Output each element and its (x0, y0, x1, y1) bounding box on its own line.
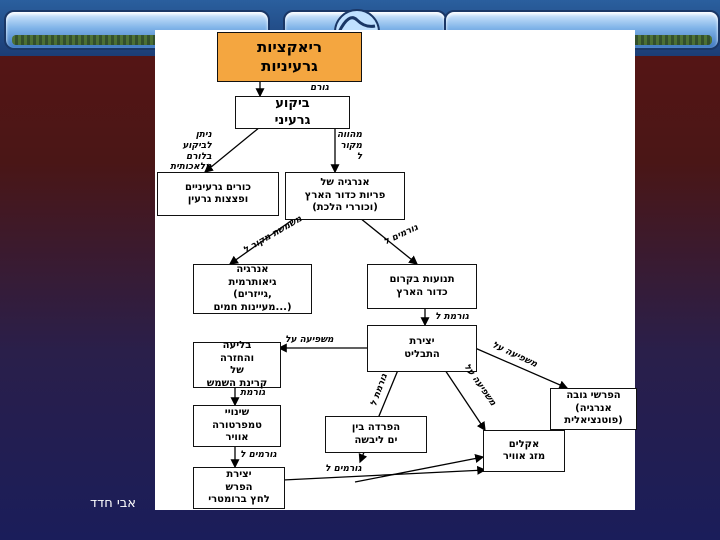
edge-landsea-climate (354, 454, 485, 483)
edge-label-fission-left: ניתן לביקוע בלורם מלאכותית (170, 130, 212, 173)
edge-label-causes5: גורמים ל (240, 450, 277, 460)
edge-relief-height (474, 347, 569, 390)
node-height-diff: הפרשי גובה (אנרגיה פוטנציאלית) (550, 388, 637, 430)
node-pressure: יצירת הפרש לחץ ברומטרי (193, 467, 285, 509)
edge-label-fission-right: מהווה מקור ל (337, 130, 363, 162)
node-relief: יצירת התבליט (367, 325, 477, 372)
edge-pressure-climate (282, 465, 487, 481)
title-box: ריאקציות גרעיניות (217, 32, 362, 82)
edge-label-affects: משפיעה על (285, 335, 334, 345)
node-crust-motion: תנועות בקרום כדור הארץ (367, 264, 477, 309)
edge-label-causes2: גורמת ל (435, 312, 469, 322)
edge-label-causes6: גורמים ל (325, 464, 362, 474)
node-land-sea: הפרדה בין ים ליבשה (325, 416, 427, 453)
edge-label-causes4: גורמת (240, 388, 266, 398)
diagram-canvas: ריאקציות גרעיניות ביקוע גרעיני כורים גרע… (155, 30, 637, 510)
author-label: אבי חדד (90, 496, 136, 511)
edge-label-cause: גורם (310, 83, 329, 93)
edge-relief-climate (444, 369, 486, 432)
edge-fission-reactors (203, 126, 261, 173)
edge-earth-geothermal (228, 217, 296, 265)
node-nuclear-fission: ביקוע גרעיני (235, 96, 350, 129)
node-earth-energy: אנרגיה של פריות כדור הארץ (וכוררי הלכת) (285, 172, 405, 220)
node-geothermal: אנרגיה גיאותרמית (גייזרים, מעיינות חמים.… (193, 264, 312, 314)
node-climate: אקלים מזג אוויר (483, 430, 565, 472)
node-absorption: בליעה והחזרה של קרינת השמש (193, 340, 281, 389)
edge-earth-crust (359, 217, 419, 265)
node-temperature: שינויי טמפרטורה אוויר (193, 405, 281, 447)
node-reactors-bombs: כורים גרעיניים ופצצות גרעין (157, 172, 279, 216)
